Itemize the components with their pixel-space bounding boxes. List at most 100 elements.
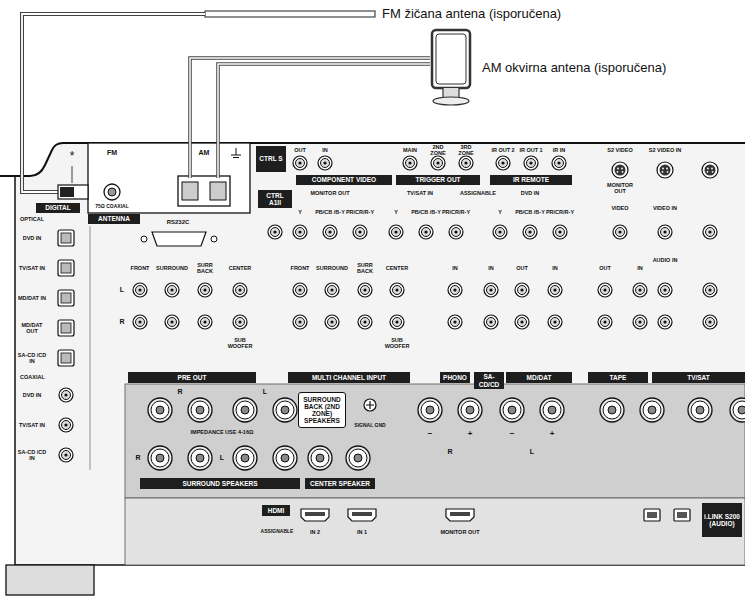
panel-label: AUDIO IN (648, 257, 682, 263)
panel-label: DVD IN (510, 190, 550, 196)
section-band: TAPE (588, 372, 648, 383)
section-band: ANTENNA (88, 214, 140, 224)
panel-label: MD/DAT OUT (17, 322, 47, 334)
section-band: MULTI CHANNEL INPUT (288, 372, 410, 383)
optical-ports (58, 230, 74, 366)
section-band: IR REMOTE (490, 175, 572, 185)
panel-label: L (117, 286, 127, 294)
panel-label: 75Ω COAXIAL (89, 204, 135, 210)
section-band-text: COMPONENT VIDEO (312, 176, 376, 183)
panel-label: PB/CB /B-Y (411, 209, 441, 215)
panel-label: TV/SAT IN (17, 265, 47, 271)
section-band-text: i.LINK S200 (AUDIO) (704, 513, 740, 527)
panel-label: FRONT (123, 265, 157, 271)
section-band: CTRL A1II (258, 190, 292, 208)
section-band-text: PHONO (443, 374, 467, 381)
panel-label: OPTICAL (20, 216, 44, 222)
panel-label: MONITOR OUT (430, 529, 490, 535)
callout-text: FM žičana antena (isporučena) (382, 7, 561, 21)
section-band: PRE OUT (128, 372, 256, 383)
panel-label: SUB WOOFER (223, 337, 257, 349)
section-band: HDMI (262, 505, 290, 516)
panel-label: L (217, 454, 227, 462)
panel-label: OUT (288, 147, 312, 153)
panel-label: PR/CR/R-Y (345, 209, 375, 215)
panel-label: R (175, 388, 185, 396)
section-band: SURROUND SPEAKERS (140, 478, 300, 489)
section-band-text: TV/SAT (687, 374, 710, 381)
panel-label: S2 VIDEO (603, 147, 637, 153)
panel-label: ASSIGNABLE (255, 529, 299, 535)
panel-label: R (117, 318, 127, 326)
section-band-text: MULTI CHANNEL INPUT (312, 374, 386, 381)
callout-text: AM okvirna antena (isporučena) (482, 61, 666, 75)
section-band-text: SURROUND SPEAKERS (182, 480, 257, 487)
section-band-text: PRE OUT (178, 374, 207, 381)
panel-label: S2 VIDEO IN (648, 147, 682, 153)
panel-label: FRONT (283, 265, 317, 271)
panel-label: SUB WOOFER (380, 337, 414, 349)
section-band-text: SURROUND BACK (2ND ZONE) SPEAKERS (301, 396, 343, 425)
panel-label: PB/CB /B-Y (315, 209, 345, 215)
fm-wire-antenna (22, 11, 375, 199)
panel-label: Y (285, 209, 315, 215)
panel-label: IN 1 (347, 529, 377, 535)
panel-label: IN (440, 265, 470, 271)
section-band-text: SA-CD/CD (476, 373, 502, 387)
panel-label: SA-CD /CD IN (17, 352, 47, 364)
section-band-text: HDMI (268, 507, 285, 514)
panel-label: IN 2 (300, 529, 330, 535)
panel-label: MD/DAT IN (17, 295, 47, 301)
panel-label: Y (381, 209, 411, 215)
section-band: i.LINK S200 (AUDIO) (702, 503, 742, 537)
panel-label: + (465, 430, 475, 439)
panel-label: VIDEO IN (648, 205, 682, 211)
panel-label: IN (313, 147, 337, 153)
panel-label: DVD IN (17, 392, 47, 398)
section-band: CTRL S (256, 146, 286, 172)
section-band-text: CTRL A1II (260, 192, 290, 206)
panel-label: 2ND ZONE (426, 144, 450, 156)
rca-jacks (59, 156, 717, 462)
panel-label: R (133, 454, 143, 462)
section-band: SA-CD/CD (474, 372, 504, 389)
panel-label: SA-CD /CD IN (17, 449, 47, 461)
panel-label: PB/CB /B-Y (515, 209, 545, 215)
section-band: TV/SAT (652, 372, 745, 383)
panel-label: OUT (590, 265, 620, 271)
panel-label: IR OUT 1 (519, 147, 543, 153)
antenna-terminals (88, 143, 250, 213)
panel-label: DVD IN (17, 235, 47, 241)
section-band: PHONO (440, 372, 470, 383)
panel-label: VIDEO (603, 205, 637, 211)
s-video-jacks (612, 162, 718, 178)
panel-label: RS232C (158, 219, 198, 226)
section-band: TRIGGER OUT (396, 175, 480, 185)
am-loop-antenna (190, 30, 470, 178)
section-band-text: ANTENNA (98, 215, 130, 222)
speaker-terminals (148, 398, 745, 470)
section-band-text: TRIGGER OUT (415, 176, 460, 183)
panel-label: SURROUND (155, 265, 189, 271)
section-band-text: CTRL S (259, 155, 282, 162)
panel-label: * (65, 150, 79, 163)
panel-label: IN (540, 265, 570, 271)
panel-label: IR OUT 2 (491, 147, 515, 153)
panel-label: + (547, 430, 557, 439)
panel-label: TV/SAT IN (17, 422, 47, 428)
panel-label: OUT (507, 265, 537, 271)
panel-label: − (507, 430, 517, 439)
panel-label: IN (625, 265, 655, 271)
panel-label: CENTER (223, 265, 257, 271)
section-band: DIGITAL (36, 203, 80, 213)
panel-label: IN (476, 265, 506, 271)
panel-label: COAXIAL (20, 374, 45, 380)
panel-label: R (445, 448, 455, 456)
panel-label: FM (100, 149, 124, 157)
panel-label: PR/CR/R-Y (441, 209, 471, 215)
section-band-text: DIGITAL (45, 204, 71, 211)
panel-label: TV/SAT IN (398, 190, 442, 196)
panel-label: 3RD ZONE (454, 144, 478, 156)
